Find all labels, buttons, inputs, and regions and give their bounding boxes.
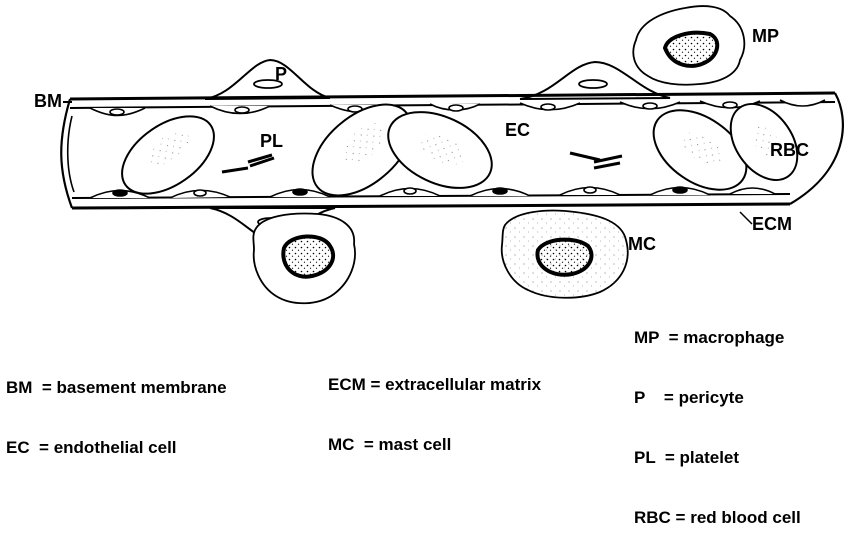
legend-item-mc: MC = mast cell <box>328 435 541 455</box>
label-ec: EC <box>505 120 530 140</box>
label-rbc: RBC <box>770 140 809 160</box>
legend-item-pl: PL = platelet <box>634 448 801 468</box>
pericyte-nucleus <box>579 80 607 88</box>
legend-item-ec: EC = endothelial cell <box>6 438 227 458</box>
legend-middle: ECM = extracellular matrix MC = mast cel… <box>328 335 541 475</box>
label-bm: BM <box>34 91 62 111</box>
legend-item-mp: MP = macrophage <box>634 328 801 348</box>
macrophage <box>633 6 744 85</box>
legend-right: MP = macrophage P = pericyte PL = platel… <box>634 288 801 548</box>
legend-item-bm: BM = basement membrane <box>6 378 227 398</box>
label-p: P <box>275 64 287 84</box>
legend-left: BM = basement membrane EC = endothelial … <box>6 338 227 478</box>
label-pl: PL <box>260 131 283 151</box>
label-mc: MC <box>628 234 656 254</box>
label-ecm: ECM <box>752 214 792 234</box>
legend-item-ecm: ECM = extracellular matrix <box>328 375 541 395</box>
label-mp: MP <box>752 26 779 46</box>
mast-cell <box>502 211 628 298</box>
macrophage-lower <box>253 214 355 304</box>
legend-item-rbc: RBC = red blood cell <box>634 508 801 528</box>
legend-item-p: P = pericyte <box>634 388 801 408</box>
